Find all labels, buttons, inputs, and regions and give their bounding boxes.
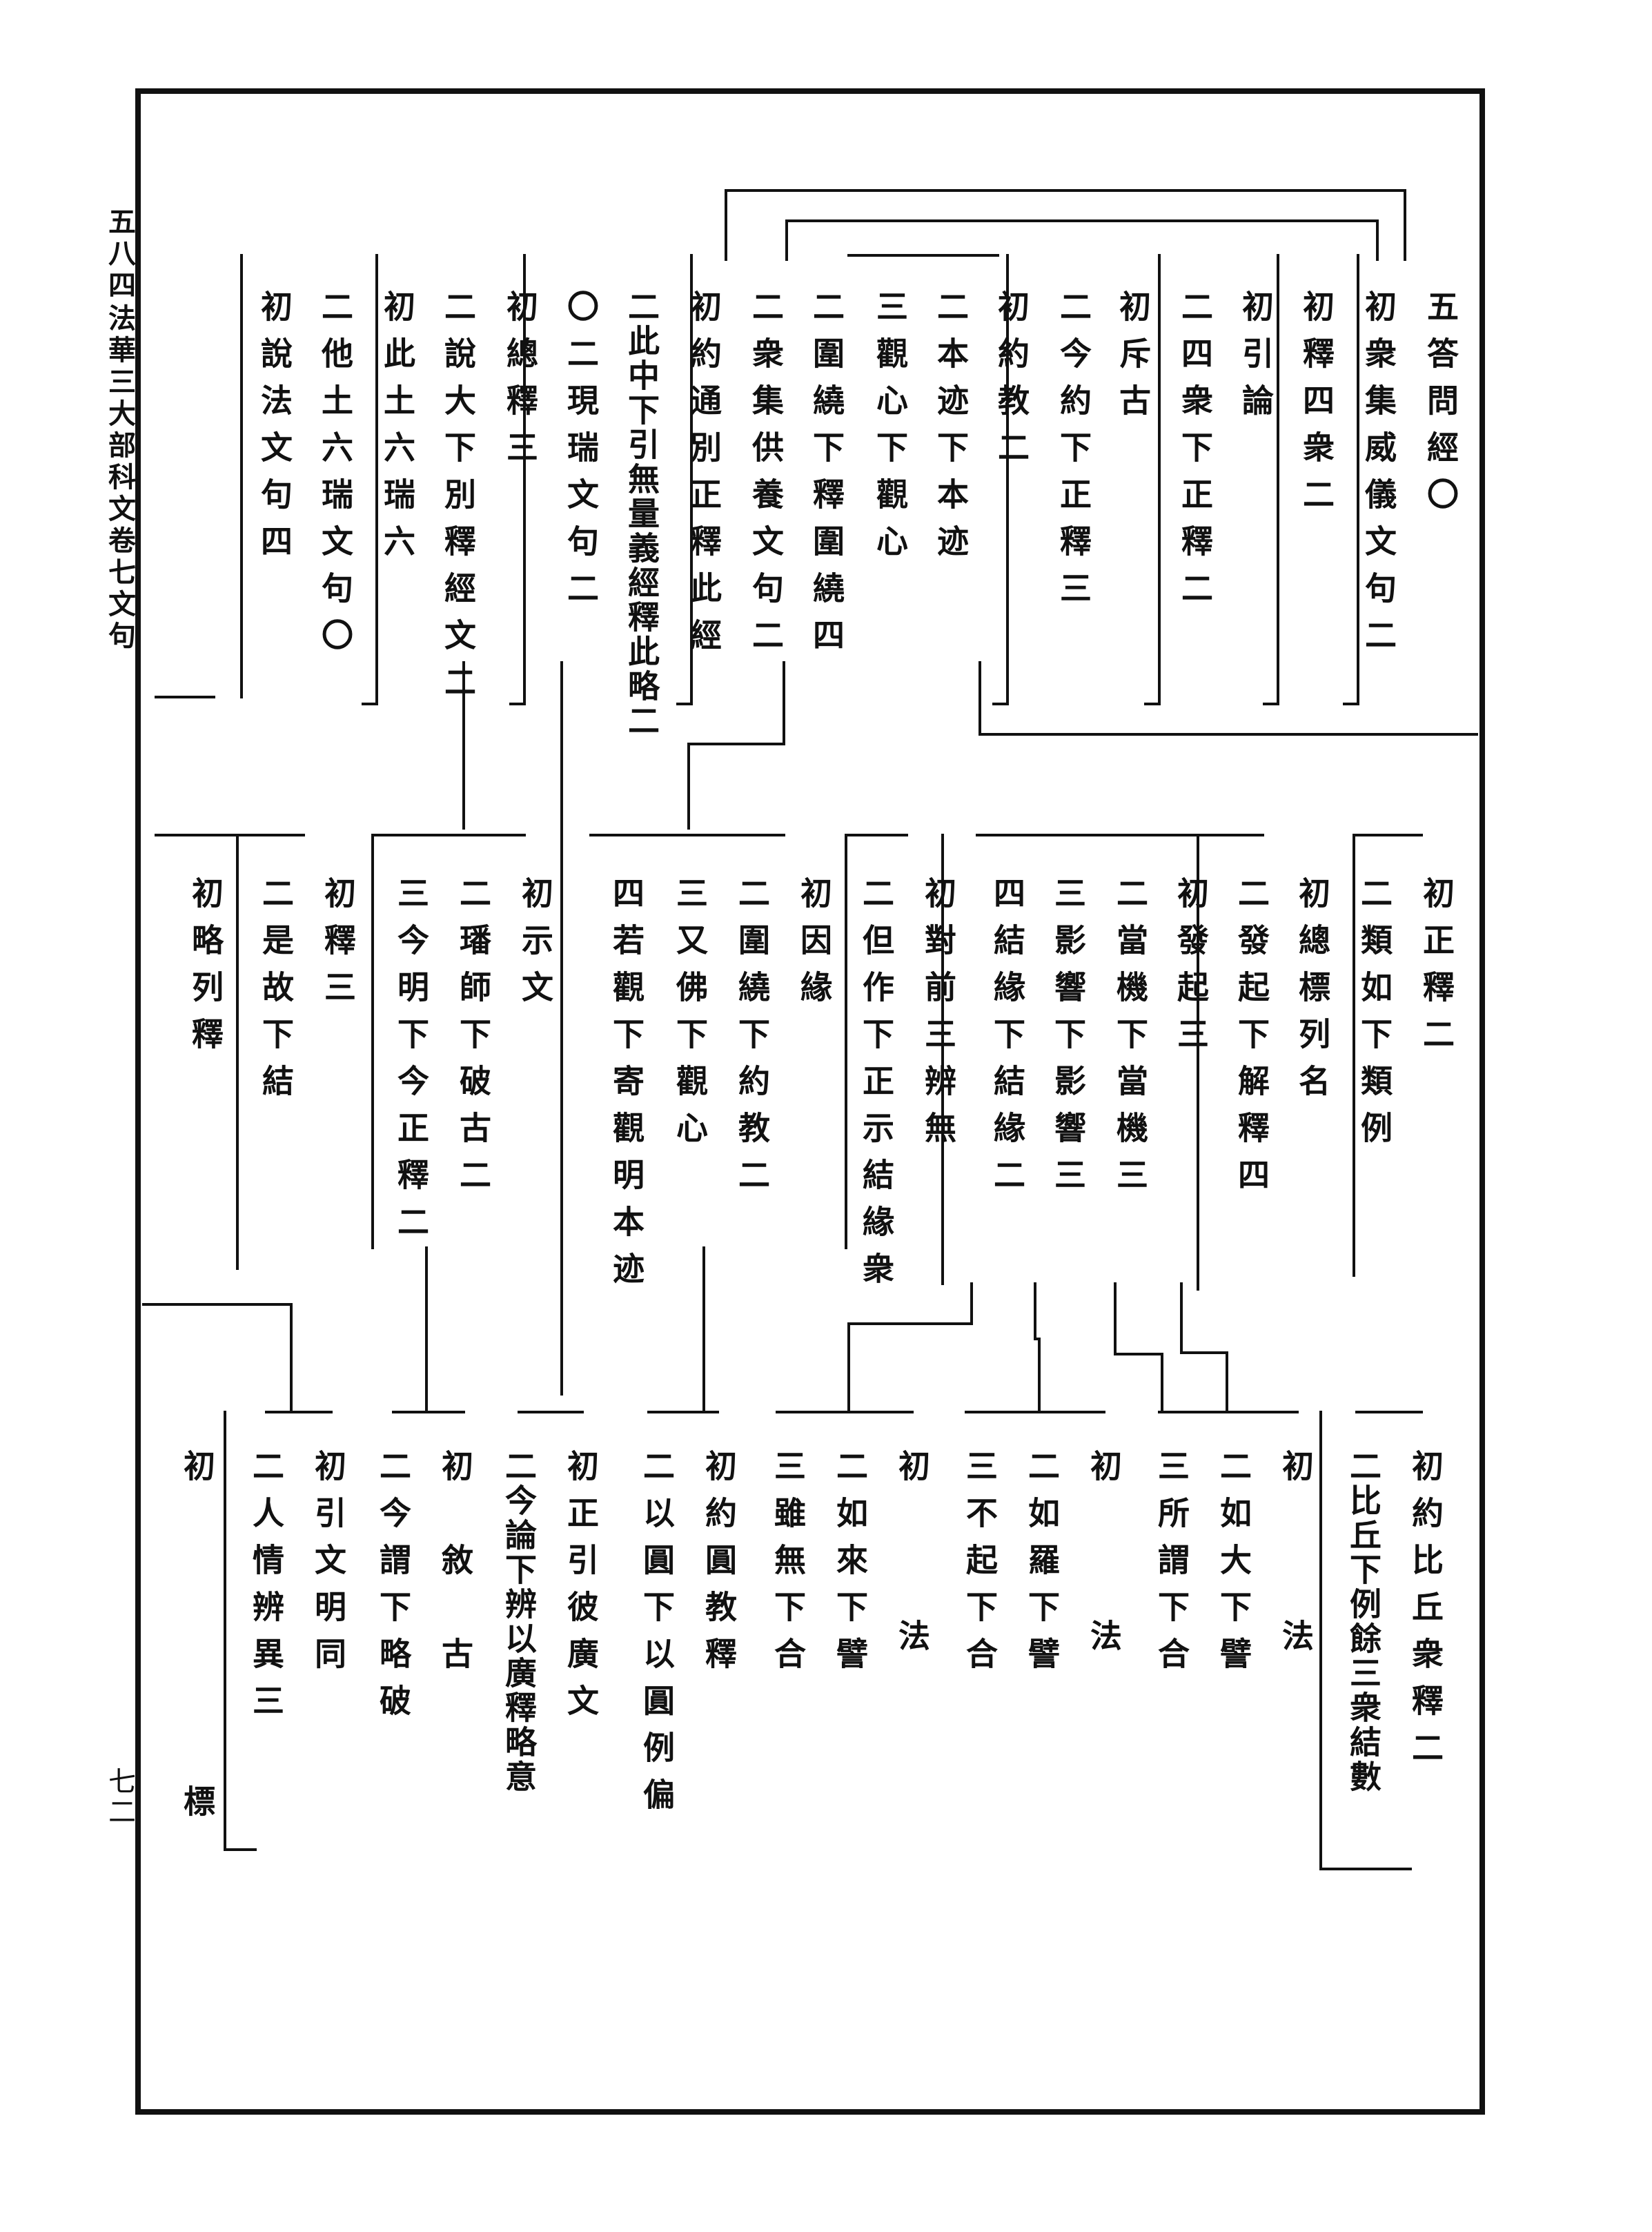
tier2-entry: 二發起下解釋四 xyxy=(1233,877,1270,1205)
tier3-entry: 初敘古 xyxy=(437,1449,474,1731)
book-title: 法華三大部科文卷七文句 xyxy=(104,304,136,653)
tier2-entry: 初釋三 xyxy=(319,877,357,1017)
tier1-entry: 二本迹下本迹 xyxy=(932,290,970,571)
tier3-entry: 初法 xyxy=(1277,1449,1315,1789)
tier1-entry: 二今約下正釋三 xyxy=(1055,290,1092,618)
tier1-entry: 初衆集威儀文句二 xyxy=(1360,290,1397,665)
tier3-entry: 三所謂下合 xyxy=(1153,1449,1190,1684)
tier2-entry: 二璠師下破古二 xyxy=(455,877,492,1205)
tier1-entry: 二此中下引無量義經釋此略二 xyxy=(623,290,660,738)
tier1-entry: 〇二現瑞文句二 xyxy=(562,290,600,618)
tier1-entry: 三觀心下觀心 xyxy=(872,290,909,571)
tier3-entry: 二以圓下以圓例偏 xyxy=(638,1449,676,1825)
page-frame xyxy=(135,88,1485,2115)
tier2-entry: 初對前三辨無 xyxy=(920,877,957,1158)
tier2-entry: 四結緣下結緣二 xyxy=(989,877,1026,1205)
tier1-entry: 初約通別正釋此經 xyxy=(685,290,722,665)
tier1-entry: 初引論 xyxy=(1237,290,1275,431)
tier2-entry: 初略列釋 xyxy=(187,877,224,1064)
tier1-entry: 初此土六瑞六 xyxy=(379,290,416,571)
tier1-entry: 初約教二 xyxy=(993,290,1030,478)
tier3-entry: 初引文明同 xyxy=(310,1449,347,1684)
tier2-entry: 初示文 xyxy=(517,877,554,1017)
tier1-entry: 二說大下別釋經文二 xyxy=(440,290,477,712)
tier2-entry: 三今明下今正釋二 xyxy=(393,877,430,1252)
tier1-entry: 二衆集供養文句二 xyxy=(747,290,785,665)
folio-number: 七二 xyxy=(104,1767,135,1828)
tier3-entry: 初法 xyxy=(1085,1449,1123,1789)
tier2-entry: 四若觀下寄觀明本迹 xyxy=(608,877,645,1299)
tier1-entry: 初斥古 xyxy=(1114,290,1152,431)
tier2-entry: 二是故下結 xyxy=(257,877,295,1111)
tier3-entry: 初約圓教釋 xyxy=(700,1449,738,1684)
tier1-entry: 初說法文句四 xyxy=(256,290,293,571)
tier2-entry: 初因緣 xyxy=(796,877,833,1017)
tier3-entry: 二如羅下譬 xyxy=(1023,1449,1061,1684)
tier3-entry: 初約比丘衆釋二 xyxy=(1407,1449,1444,1778)
tier2-entry: 二但作下正示結緣衆 xyxy=(858,877,895,1299)
tier1-entry: 二圍繞下釋圍繞四 xyxy=(808,290,845,665)
tier3-entry: 二如大下譬 xyxy=(1215,1449,1252,1684)
tier3-entry: 二今謂下略破 xyxy=(375,1449,412,1731)
tier3-entry: 初正引彼廣文 xyxy=(562,1449,600,1731)
tier3-entry: 初法 xyxy=(894,1449,931,1789)
tier2-entry: 初總標列名 xyxy=(1294,877,1331,1111)
tier2-entry: 二類如下類例 xyxy=(1356,877,1393,1158)
tier3-entry: 三不起下合 xyxy=(961,1449,999,1684)
tier1-entry: 五答問經〇 xyxy=(1422,290,1459,525)
tier1-entry: 二四衆下正釋二 xyxy=(1177,290,1214,618)
tier2-entry: 初發起三 xyxy=(1172,877,1210,1064)
tier1-entry: 初釋四衆二 xyxy=(1298,290,1335,525)
tier3-entry: 初標 xyxy=(179,1449,216,2120)
tier2-entry: 三影響下影響三 xyxy=(1050,877,1087,1205)
tier3-entry: 二人情辨異三 xyxy=(248,1449,285,1731)
tier3-entry: 二比丘下例餘三衆結數 xyxy=(1345,1449,1382,1794)
tier3-entry: 二今論下辨以廣釋略意 xyxy=(500,1449,538,1794)
tier1-entry: 二他土六瑞文句〇 xyxy=(317,290,354,665)
page-number: 五八四 xyxy=(104,207,136,302)
tier2-entry: 初正釋二 xyxy=(1418,877,1455,1064)
tier2-entry: 二圍繞下約教二 xyxy=(734,877,771,1205)
tier2-entry: 三又佛下觀心 xyxy=(671,877,709,1158)
tier3-entry: 二如來下譬 xyxy=(832,1449,869,1684)
tier1-entry: 初總釋三 xyxy=(502,290,539,478)
tier3-entry: 三雖無下合 xyxy=(769,1449,807,1684)
tier2-entry: 二當機下當機三 xyxy=(1112,877,1149,1205)
